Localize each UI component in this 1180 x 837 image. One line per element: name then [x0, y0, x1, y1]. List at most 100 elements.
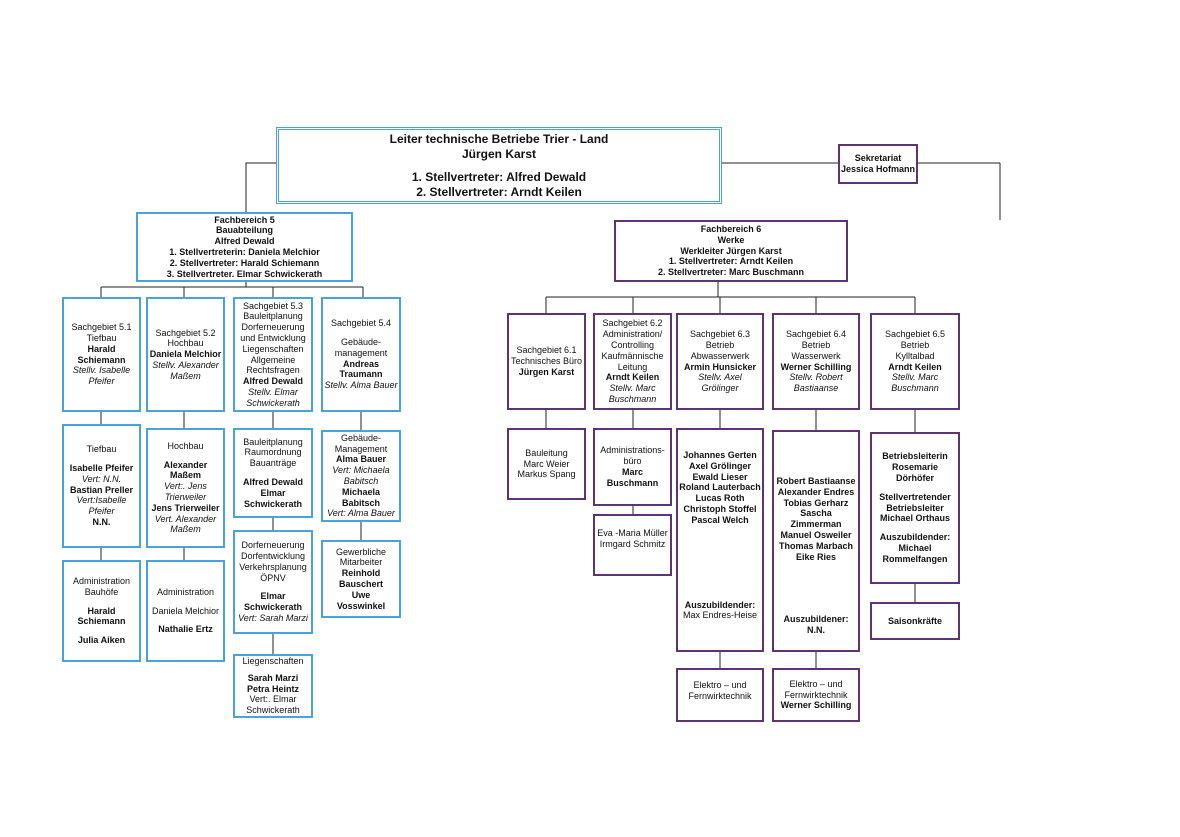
bad-team-line: Auszubildender: — [879, 532, 951, 543]
wasser-team-line: Sascha — [800, 508, 832, 519]
sachgebiet-5-2-box: Sachgebiet 5.2 Hochbau Daniela Melchior … — [146, 297, 225, 412]
dorferneuerung-line: Vert: Sarah Marzi — [238, 612, 308, 623]
sg52-line: Hochbau — [167, 338, 204, 349]
abwasser-team-line: Auszubildender: — [684, 599, 756, 610]
admin-bauhoefe-line: Schiemann — [77, 616, 126, 627]
bauleitplanung-line: Elmar — [260, 487, 286, 498]
bad-team-line: Betriebsleiterin — [882, 451, 948, 462]
wasser-team-line: Eike Ries — [795, 551, 837, 562]
sg53-line: Alfred Dewald — [242, 376, 303, 387]
dorferneuerung-line: Dorferneuerung — [241, 540, 305, 551]
abwasser-team-line: Lucas Roth — [695, 493, 745, 504]
bad-team-line: Michael — [898, 542, 932, 553]
wasserwerk-team-box: Robert Bastiaanse Alexander Endres Tobia… — [772, 430, 860, 652]
sg64-line: Wasserwerk — [791, 350, 841, 361]
bad-team-line: Rommelfangen — [882, 553, 948, 564]
sg51-line: Tiefbau — [86, 332, 117, 343]
tiefbau-line: Pfeifer — [88, 506, 115, 517]
tiefbau-line: Bastian Preller — [69, 484, 134, 495]
sg52-line: Maßem — [170, 370, 201, 381]
sachgebiet-6-1-box: Sachgebiet 6.1 Technisches Büro Jürgen K… — [507, 313, 586, 410]
adminbuero-line: büro — [623, 456, 642, 467]
dorferneuerung-line: Elmar — [260, 591, 286, 602]
hochbau-line: Vert. Alexander — [154, 513, 217, 524]
liegenschaften-line: Vert:. Elmar — [249, 694, 297, 705]
director-box: Leiter technische Betriebe Trier - Land … — [276, 127, 722, 204]
elektro63-line: Elektro – und — [693, 680, 747, 690]
dorferneuerung-line: Schwickerath — [243, 602, 303, 613]
hochbau-line: Hochbau — [167, 440, 204, 451]
liegenschaften-line: Liegenschaften — [242, 656, 304, 666]
wasser-team-line: Tobias Gerharz — [783, 497, 849, 508]
hochbau-line: Maßem — [169, 470, 201, 481]
sekretariat-name: Jessica Hofmann — [840, 164, 916, 174]
sg65-line: Buschmann — [891, 383, 939, 394]
gebaeude-management-box: Gebäude- Management Alma Bauer Vert: Mic… — [321, 430, 401, 522]
bauleitplanung-line: Raumordnung — [244, 447, 302, 458]
bad-team-line: Rosemarie — [891, 462, 939, 473]
hochbau-line: Alexander — [163, 459, 208, 470]
sekretariat-box: Sekretariat Jessica Hofmann — [838, 144, 918, 184]
fb6-line: 1. Stellvertreter: Arndt Keilen — [668, 256, 794, 267]
administrationsbuero-box: Administrations- büro Marc Buschmann — [593, 428, 672, 506]
gebmgmt-line: Management — [334, 443, 388, 454]
sg63-line: Betrieb — [705, 339, 735, 350]
wasser-team-line: Zimmerman — [790, 519, 842, 530]
sg61-line: Jürgen Karst — [518, 366, 575, 377]
sg51-line: Harald — [87, 343, 116, 354]
gewerbliche-line: Gewerbliche — [335, 546, 387, 557]
fachbereich-6-box: Fachbereich 6 Werke Werkleiter Jürgen Ka… — [614, 220, 848, 282]
sg54-line: Stellv. Alma Bauer — [324, 380, 398, 391]
sg54-line: Gebäude- — [340, 336, 382, 347]
sg53-line: Sachgebiet 5.3 — [242, 300, 304, 311]
sg63-line: Stellv. Axel — [698, 372, 742, 383]
fb6-line: 2. Stellvertreter: Marc Buschmann — [657, 267, 805, 278]
sg65-line: Stellv. Marc — [891, 372, 939, 383]
sg51-line: Stellv. Isabelle — [72, 365, 131, 376]
sg54-line: Andreas — [342, 358, 379, 369]
adminbuero-line: Administrations- — [600, 445, 665, 456]
sachgebiet-6-5-box: Sachgebiet 6.5 Betrieb Kylltalbad Arndt … — [870, 313, 960, 410]
elektro64-line: Fernwirktechnik — [784, 689, 848, 700]
fb5-line: 2. Stellvertreter: Harald Schiemann — [169, 257, 320, 268]
liegenschaften-line: Petra Heintz — [246, 683, 299, 694]
fachbereich-5-box: Fachbereich 5 Bauabteilung Alfred Dewald… — [136, 212, 353, 282]
hochbau-box: Hochbau Alexander Maßem Vert:. Jens Trie… — [146, 428, 225, 548]
wasser-team-line: Auszubildener: — [783, 614, 849, 625]
eva-line: Irmgard Schmitz — [599, 538, 666, 549]
sg65-line: Arndt Keilen — [888, 361, 942, 372]
sg65-line: Kylltalbad — [895, 350, 935, 361]
sachgebiet-5-1-box: Sachgebiet 5.1 Tiefbau Harald Schiemann … — [62, 297, 141, 412]
admin52-line: Nathalie Ertz — [158, 624, 213, 635]
sachgebiet-5-3-box: Sachgebiet 5.3 Bauleitplanung Dorferneue… — [233, 297, 313, 412]
tiefbau-line: Isabelle Pfeifer — [69, 463, 134, 473]
sg51-line: Pfeifer — [88, 376, 115, 387]
sg64-line: Betrieb — [801, 339, 831, 350]
gebmgmt-line: Babitsch — [341, 497, 380, 508]
dorferneuerung-line: Dorfentwicklung — [240, 551, 306, 561]
abwasser-team-line: Ewald Lieser — [692, 471, 748, 482]
gebmgmt-line: Vert: Michaela — [332, 465, 390, 476]
bauleitplanung-line: Bauanträge — [249, 458, 297, 469]
sg65-line: Sachgebiet 6.5 — [884, 329, 946, 340]
sekretariat-title: Sekretariat — [854, 153, 902, 164]
gewerbliche-line: Bauschert — [338, 579, 383, 589]
fb5-line: 1. Stellvertreterin: Daniela Melchior — [169, 247, 320, 257]
tiefbau-line: Tiefbau — [86, 444, 117, 455]
bauleitplanung-line: Schwickerath — [243, 498, 303, 509]
sg62-line: Stellv. Marc — [609, 383, 656, 394]
gebmgmt-line: Alma Bauer — [335, 454, 387, 465]
abwasser-team-line: Christoph Stoffel — [683, 503, 757, 514]
sg64-line: Stellv. Robert — [789, 372, 843, 383]
bauleitung-line: Markus Spang — [517, 469, 576, 480]
sachgebiet-6-2-box: Sachgebiet 6.2 Administration/ Controlli… — [593, 313, 672, 410]
wasser-team-line: Thomas Marbach — [778, 540, 854, 551]
sg63-line: Armin Hunsicker — [683, 361, 757, 372]
elektro-fernwirktechnik-6-3-box: Elektro – und Fernwirktechnik — [676, 668, 764, 722]
sachgebiet-6-4-box: Sachgebiet 6.4 Betrieb Wasserwerk Werner… — [772, 313, 860, 410]
sg62-line: Administration/ — [602, 329, 663, 340]
liegenschaften-box: Liegenschaften Sarah Marzi Petra Heintz … — [233, 654, 313, 718]
sg53-line: Stellv. Elmar — [248, 386, 298, 397]
sg65-line: Betrieb — [900, 339, 930, 350]
sg63-line: Sachgebiet 6.3 — [689, 329, 751, 340]
